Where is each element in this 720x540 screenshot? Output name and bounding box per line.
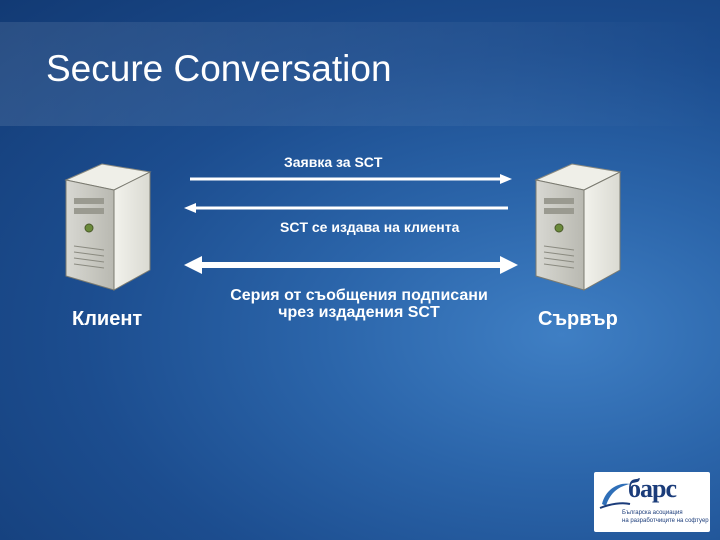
client-label: Клиент [72, 308, 142, 331]
series-label-line2: чрез издадения SCT [196, 304, 522, 321]
bidirectional-arrow [184, 256, 518, 274]
series-label: Серия от съобщения подписани чрез издаде… [196, 287, 522, 321]
response-label: SCT се издава на клиента [280, 219, 459, 235]
logo-name: бaрc [628, 474, 676, 504]
logo-swoosh-icon [598, 478, 632, 512]
request-arrow [190, 174, 512, 184]
response-arrow [184, 203, 508, 213]
logo-line2: на разработчиците на софтуер [622, 518, 709, 524]
server-label: Сървър [538, 308, 618, 331]
bars-logo: бaрc Българска асоциация на разработчици… [594, 472, 710, 532]
series-label-line1: Серия от съобщения подписани [196, 287, 522, 304]
request-label: Заявка за SCT [284, 154, 382, 170]
logo-line1: Българска асоциация [622, 510, 683, 516]
